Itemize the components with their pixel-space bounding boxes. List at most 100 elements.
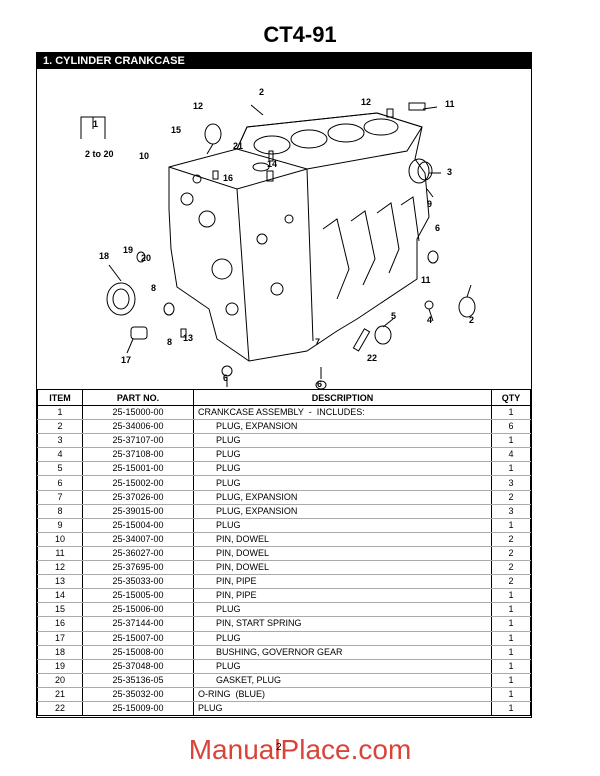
cell-part-no: 25-15000-00: [82, 405, 194, 421]
cell-description: PLUG, EXPANSION: [193, 419, 492, 435]
cell-item: 18: [37, 645, 83, 660]
cell-part-no: 25-39015-00: [82, 504, 194, 519]
cell-part-no: 25-37026-00: [82, 490, 194, 505]
cell-qty: 1: [491, 461, 531, 477]
callout-21: 21: [233, 141, 243, 151]
cell-item: 16: [37, 616, 83, 632]
cell-description: PIN, START SPRING: [193, 616, 492, 632]
cell-part-no: 25-37048-00: [82, 659, 194, 674]
cell-item: 20: [37, 673, 83, 688]
cell-qty: 1: [491, 602, 531, 618]
callout-19: 19: [123, 245, 133, 255]
cell-qty: 1: [491, 616, 531, 632]
cell-part-no: 25-37695-00: [82, 560, 194, 576]
cell-part-no: 25-37107-00: [82, 433, 194, 449]
cell-part-no: 25-35032-00: [82, 687, 194, 702]
cylinder-crankcase-diagram: 1 2 to 20 2 12 12 11 3 15 10 21 14 16 9 …: [80, 87, 476, 389]
callout-13: 13: [183, 333, 193, 343]
callout-12-right: 12: [361, 97, 371, 107]
callout-16: 16: [223, 173, 233, 183]
crankcase-block-outline: [168, 112, 430, 362]
callout-20: 20: [141, 253, 151, 263]
cell-part-no: 25-15007-00: [82, 631, 194, 646]
parts-table: ITEM PART NO. DESCRIPTION QTY 1 25-15000-…: [37, 389, 531, 717]
cell-item: 4: [37, 447, 83, 463]
cell-description: PLUG, EXPANSION: [193, 490, 492, 505]
cell-item: 11: [37, 546, 83, 562]
cell-item: 21: [37, 687, 83, 702]
cell-item: 5: [37, 461, 83, 477]
callout-6-bottom-left: 6: [223, 373, 228, 383]
cell-qty: 1: [491, 518, 531, 533]
cell-part-no: 25-37144-00: [82, 616, 194, 632]
cell-description: PLUG: [193, 602, 492, 618]
cell-qty: 3: [491, 475, 531, 491]
callout-2-right: 2: [469, 315, 474, 325]
cell-part-no: 25-15004-00: [82, 518, 194, 533]
cell-part-no: 25-35136-05: [82, 673, 194, 688]
cell-qty: 3: [491, 504, 531, 519]
cell-qty: 1: [491, 631, 531, 646]
page-number: 2: [276, 742, 282, 753]
callout-14: 14: [267, 159, 277, 169]
cell-qty: 1: [491, 405, 531, 421]
cell-part-no: 25-34007-00: [82, 532, 194, 547]
cell-qty: 1: [491, 701, 531, 717]
callout-22: 22: [367, 353, 377, 363]
cell-part-no: 25-36027-00: [82, 546, 194, 562]
cell-item: 3: [37, 433, 83, 449]
cell-part-no: 25-15008-00: [82, 645, 194, 660]
cell-item: 17: [37, 631, 83, 646]
parts-table-header: ITEM PART NO. DESCRIPTION QTY: [37, 389, 531, 406]
callout-8-bottom: 8: [167, 337, 172, 347]
callout-10: 10: [139, 151, 149, 161]
cell-item: 7: [37, 490, 83, 505]
cell-description: PLUG: [193, 659, 492, 674]
cell-part-no: 25-15005-00: [82, 588, 194, 604]
cell-part-no: 25-35033-00: [82, 574, 194, 590]
callout-2-top: 2: [259, 87, 264, 97]
cell-part-no: 25-34006-00: [82, 419, 194, 435]
callout-18: 18: [99, 251, 109, 261]
callout-11-mid: 11: [421, 275, 431, 285]
cell-item: 2: [37, 419, 83, 435]
cell-description: PLUG: [193, 701, 492, 717]
cell-description: BUSHING, GOVERNOR GEAR: [193, 645, 492, 660]
cell-description: PIN, PIPE: [193, 574, 492, 590]
cell-description: PIN, PIPE: [193, 588, 492, 604]
cell-description: PLUG: [193, 447, 492, 463]
cell-description: PLUG: [193, 475, 492, 491]
cell-qty: 1: [491, 433, 531, 449]
cell-description: O-RING (BLUE): [193, 687, 492, 702]
cell-description: PLUG: [193, 518, 492, 533]
cell-item: 19: [37, 659, 83, 674]
callout-4: 4: [427, 315, 432, 325]
parts-page-frame: 1. CYLINDER CRANKCASE: [36, 52, 532, 718]
cell-item: 13: [37, 574, 83, 590]
section-title: 1. CYLINDER CRANKCASE: [37, 53, 531, 69]
cell-description: GASKET, PLUG: [193, 673, 492, 688]
top-deck: [236, 112, 423, 170]
cell-description: PLUG: [193, 461, 492, 477]
cell-item: 14: [37, 588, 83, 604]
callout-11-top: 11: [445, 99, 455, 109]
cell-item: 12: [37, 560, 83, 576]
cell-qty: 2: [491, 490, 531, 505]
cell-qty: 2: [491, 532, 531, 547]
header-item: ITEM: [37, 389, 83, 406]
